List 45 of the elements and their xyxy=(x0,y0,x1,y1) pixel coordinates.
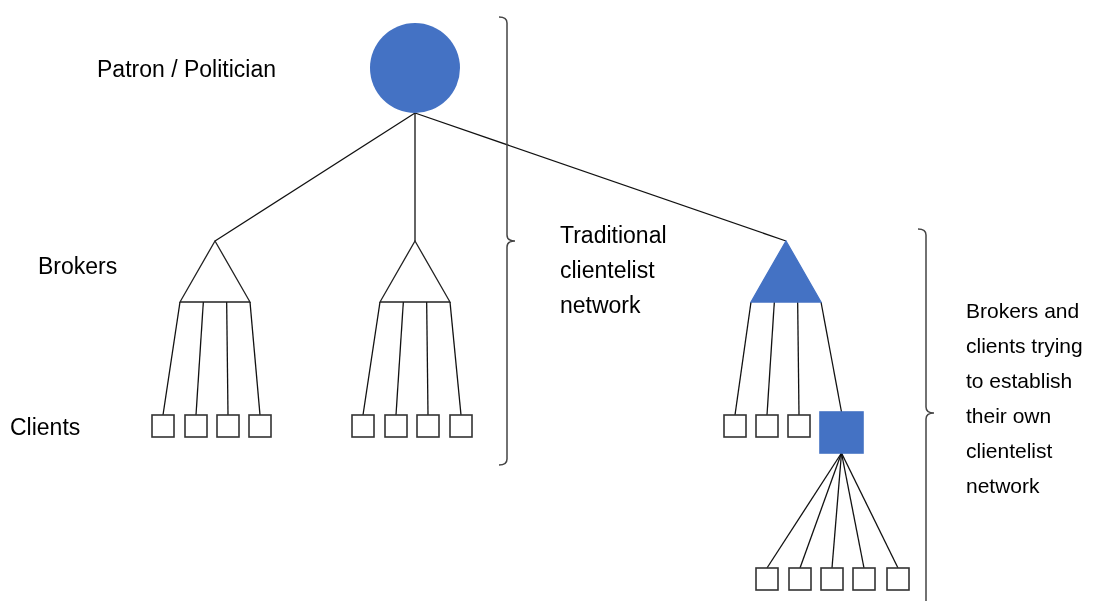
square-node xyxy=(886,567,910,591)
connector-line xyxy=(162,301,181,416)
connector-line xyxy=(414,112,787,242)
triangle-node xyxy=(378,239,452,303)
bracket-label: Brokers and clients trying to establish their own clientelist network xyxy=(966,298,1084,499)
connector-line xyxy=(195,301,204,416)
square-node xyxy=(248,414,272,438)
connector-line xyxy=(426,301,429,416)
connector-line xyxy=(214,112,416,242)
square-node xyxy=(184,414,208,438)
square-node xyxy=(216,414,240,438)
square-node xyxy=(852,567,876,591)
connector-line xyxy=(395,301,404,416)
square-node xyxy=(449,414,473,438)
connector-line xyxy=(226,301,229,416)
connector-line xyxy=(249,301,261,416)
connector-line xyxy=(820,301,843,413)
bracket-label: Traditional clientelist network xyxy=(560,221,668,320)
square-node xyxy=(416,414,440,438)
level-label: Clients xyxy=(10,413,82,442)
connector-line xyxy=(362,301,381,416)
square-node xyxy=(351,414,375,438)
square-node xyxy=(788,567,812,591)
connector-line xyxy=(840,452,899,569)
square-node xyxy=(384,414,408,438)
triangle-node xyxy=(178,239,252,303)
level-label: Patron / Politician xyxy=(97,55,277,84)
square-node xyxy=(787,414,811,438)
triangle-node xyxy=(749,239,823,303)
connector-line xyxy=(414,112,416,242)
square-node xyxy=(755,567,779,591)
connector-line xyxy=(766,452,843,569)
square-node xyxy=(723,414,747,438)
square-node xyxy=(755,414,779,438)
square-node xyxy=(819,411,864,454)
connector-line xyxy=(799,452,843,569)
square-node xyxy=(820,567,844,591)
connector-line xyxy=(449,301,462,416)
level-label: Brokers xyxy=(38,252,119,281)
connector-line xyxy=(766,301,775,416)
connector-line xyxy=(734,301,752,416)
connector-line xyxy=(840,452,865,569)
circle-node xyxy=(370,23,460,113)
square-node xyxy=(151,414,175,438)
connector-line xyxy=(797,301,800,416)
